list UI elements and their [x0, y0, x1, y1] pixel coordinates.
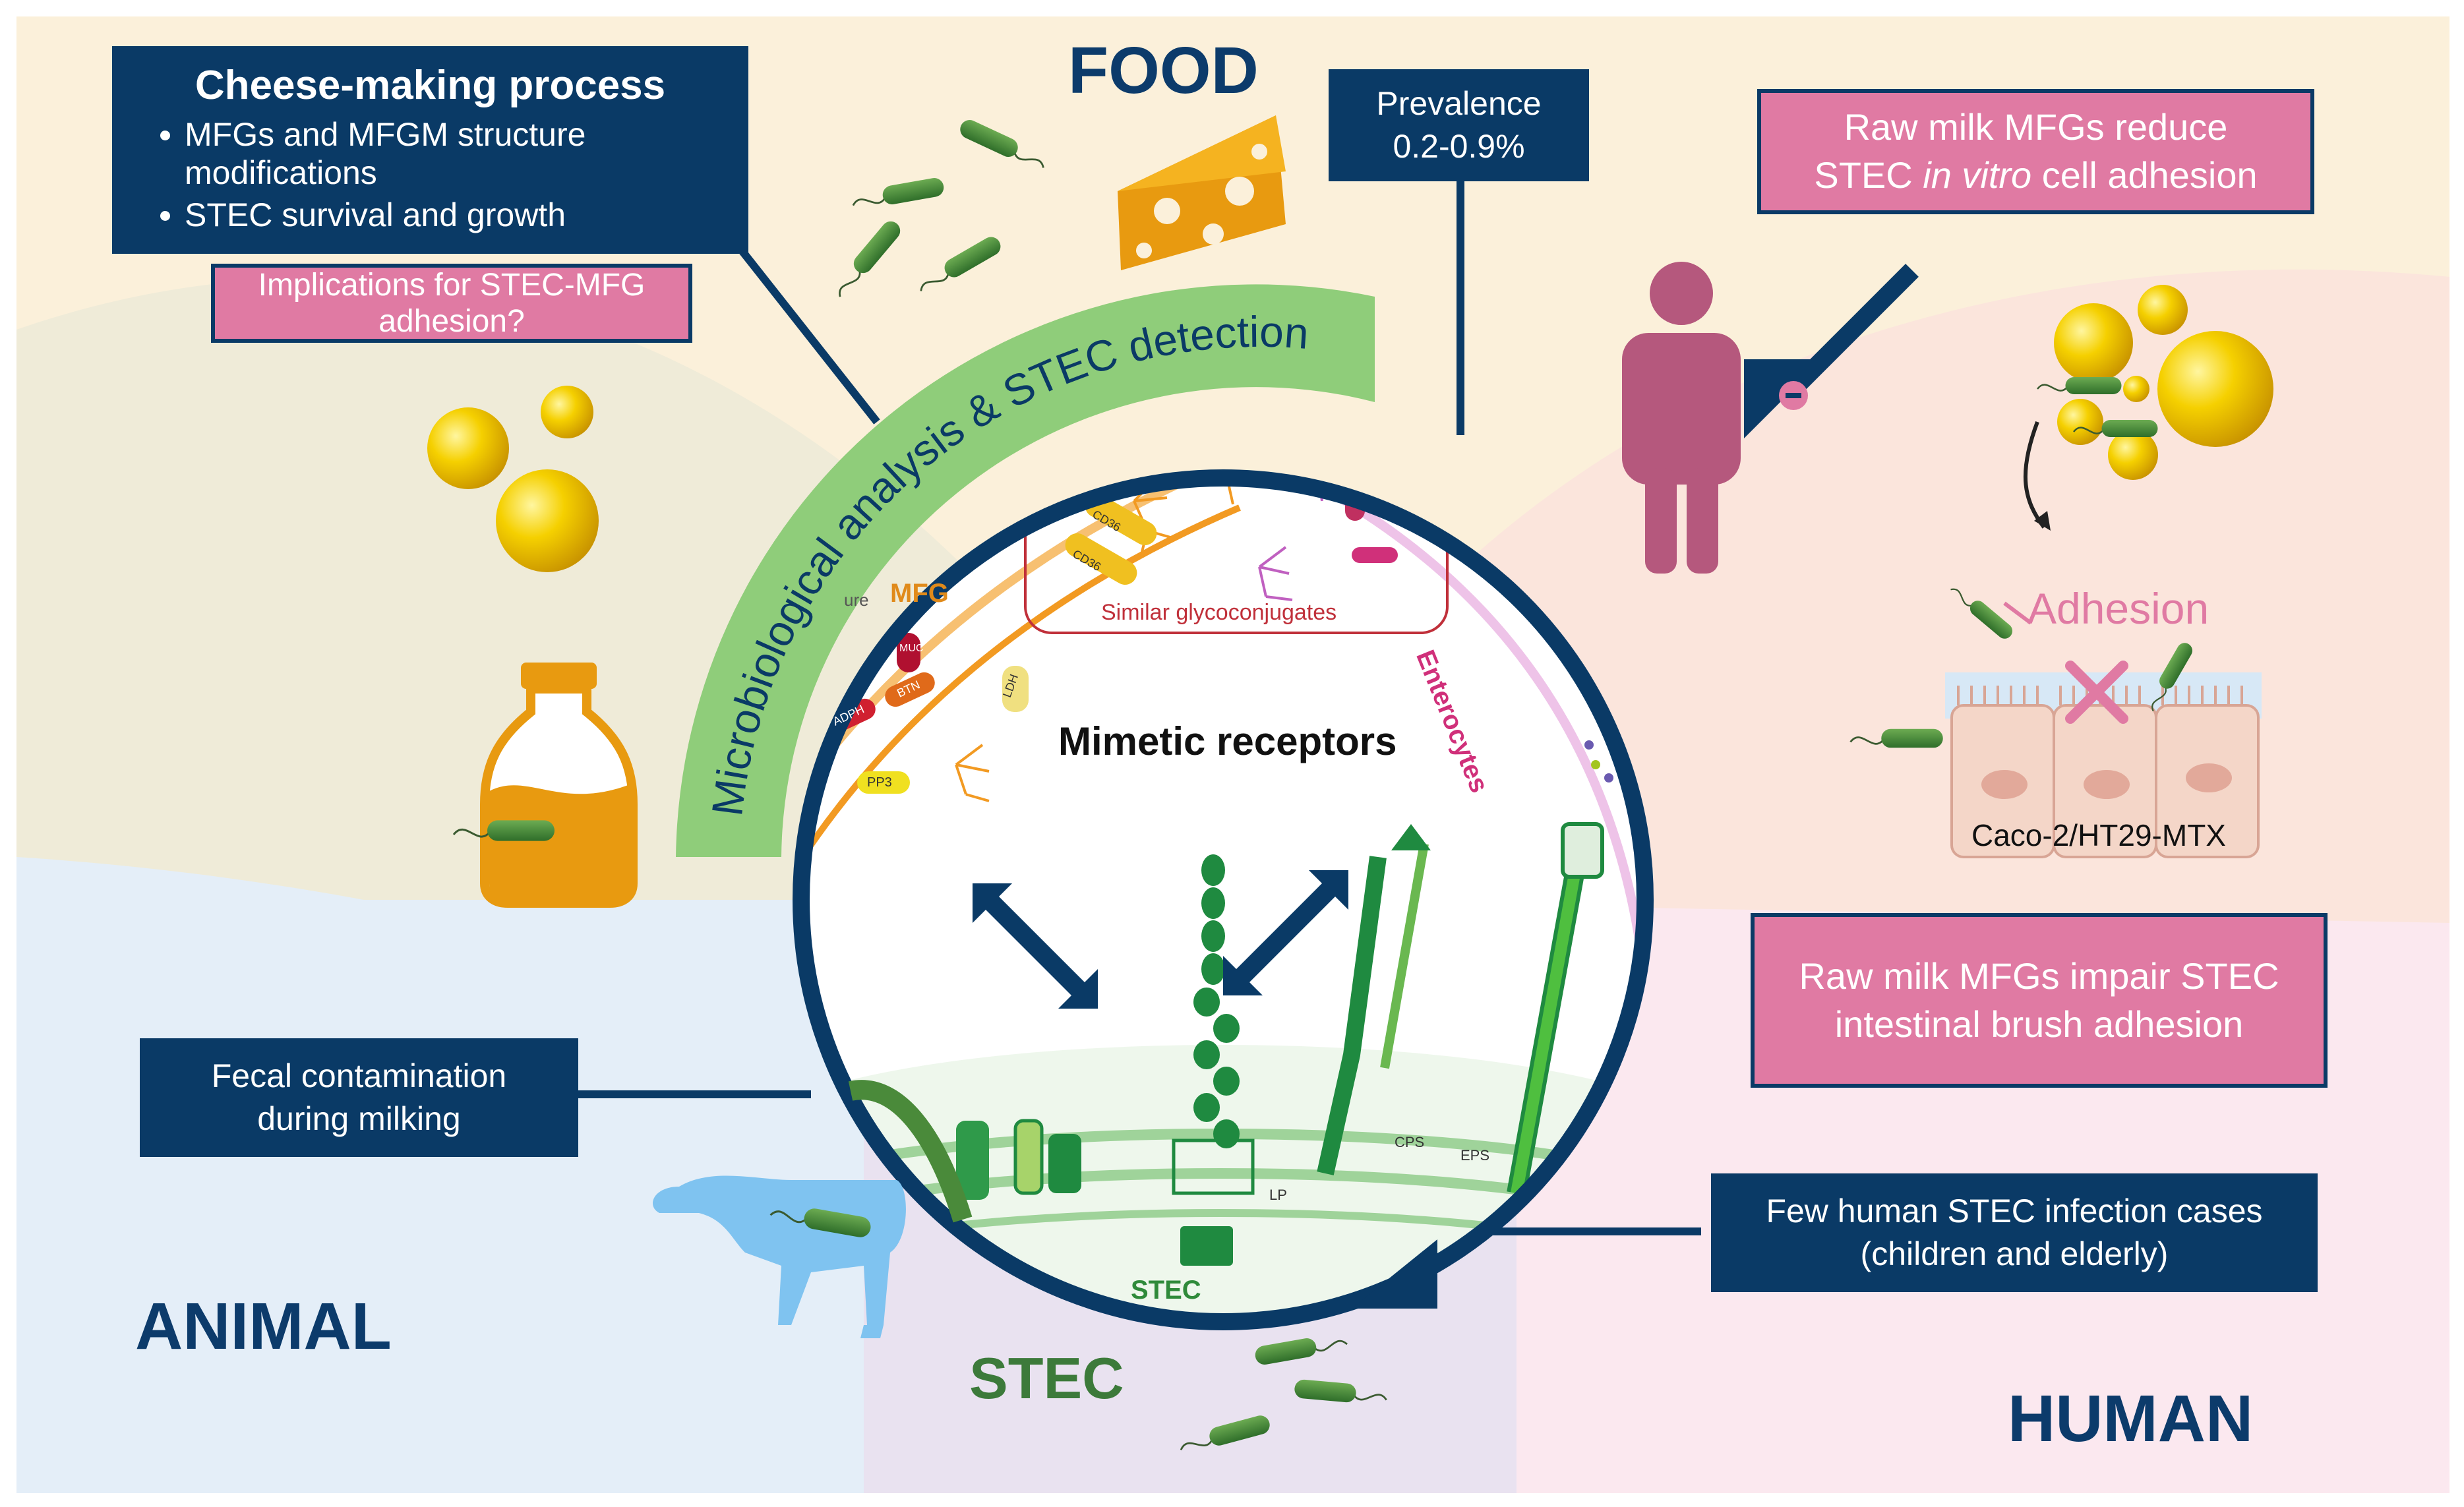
- human-label: HUMAN: [2008, 1382, 2254, 1456]
- human-cases-line1: Few human STEC infection cases: [1766, 1193, 2263, 1229]
- fecal-line1: Fecal contamination: [211, 1057, 507, 1094]
- eps-label: EPS: [1460, 1147, 1490, 1164]
- raw-milk-impair-line2: intestinal brush adhesion: [1834, 1003, 2244, 1045]
- mimetic-receptors-label: Mimetic receptors: [1058, 719, 1397, 763]
- prevalence-box: Prevalence 0.2-0.9%: [1329, 69, 1589, 181]
- fat-globule-icon-left: [427, 386, 599, 572]
- cheese-icon: [1118, 115, 1286, 270]
- enterocyte-cells: [1945, 672, 2262, 858]
- prevalence-value: 0.2-0.9%: [1393, 128, 1525, 165]
- cross-icon: [2065, 661, 2128, 724]
- implications-text: Implications for STEC-MFG adhesion?: [258, 268, 646, 339]
- human-figure-icon: [1622, 262, 1741, 574]
- cheese-making-box: Cheese-making process MFGs and MFGM stru…: [112, 46, 748, 254]
- raw-milk-reduce-post: cell adhesion: [2031, 154, 2258, 196]
- animal-label: ANIMAL: [135, 1289, 392, 1363]
- implications-box: Implications for STEC-MFG adhesion?: [211, 264, 692, 343]
- muc-label: MUC: [899, 643, 924, 654]
- raw-milk-reduce-italic: in vitro: [1923, 154, 2032, 196]
- cheese-making-title: Cheese-making process: [195, 63, 666, 108]
- raw-milk-reduce-box: Raw milk MFGs reduce STEC in vitro cell …: [1757, 89, 2314, 214]
- ure-label: ure: [844, 590, 869, 610]
- food-label: FOOD: [1068, 34, 1259, 107]
- cell-line-label: Caco-2/HT29-MTX: [1971, 818, 2226, 852]
- prevalence-line1: Prevalence: [1376, 85, 1542, 122]
- human-cases-box: Few human STEC infection cases (children…: [1711, 1173, 2318, 1292]
- milk-bottle-icon: [480, 663, 638, 908]
- fat-globule-icon: [2054, 285, 2273, 480]
- lp-label: LP: [1269, 1187, 1287, 1203]
- raw-milk-reduce-line1: Raw milk MFGs reduce: [1844, 106, 2228, 148]
- circle-arrow-head: [1352, 1239, 1437, 1309]
- fecal-contamination-box: Fecal contamination during milking: [140, 1038, 578, 1157]
- raw-milk-reduce-pre: STEC: [1814, 154, 1923, 196]
- raw-milk-reduce-line2: STEC in vitro cell adhesion: [1814, 152, 2257, 200]
- pp3-label: PP3: [867, 775, 892, 790]
- stec-inner-label: STEC: [1131, 1276, 1201, 1305]
- human-cases-line2: (children and elderly): [1860, 1235, 2169, 1272]
- cheese-bullet-1: MFGs and MFGM structure modifications: [185, 115, 722, 192]
- stec-sector-label: STEC: [969, 1345, 1124, 1411]
- adhesion-label: Adhesion: [2028, 584, 2209, 633]
- cps-label: CPS: [1395, 1134, 1425, 1150]
- similar-glycoconjugates-label: Similar glycoconjugates: [1101, 600, 1337, 625]
- raw-milk-impair-box: Raw milk MFGs impair STEC intestinal bru…: [1751, 913, 2328, 1088]
- fecal-line2: during milking: [257, 1100, 461, 1137]
- cheese-bullet-2: STEC survival and growth: [185, 196, 722, 234]
- raw-milk-impair-line1: Raw milk MFGs impair STEC: [1799, 955, 2279, 997]
- cow-icon: [653, 1175, 906, 1338]
- mfg-label: MFG: [890, 579, 949, 608]
- detection-arc-band: [676, 284, 1375, 857]
- double-arrow-icon: [973, 870, 1348, 1009]
